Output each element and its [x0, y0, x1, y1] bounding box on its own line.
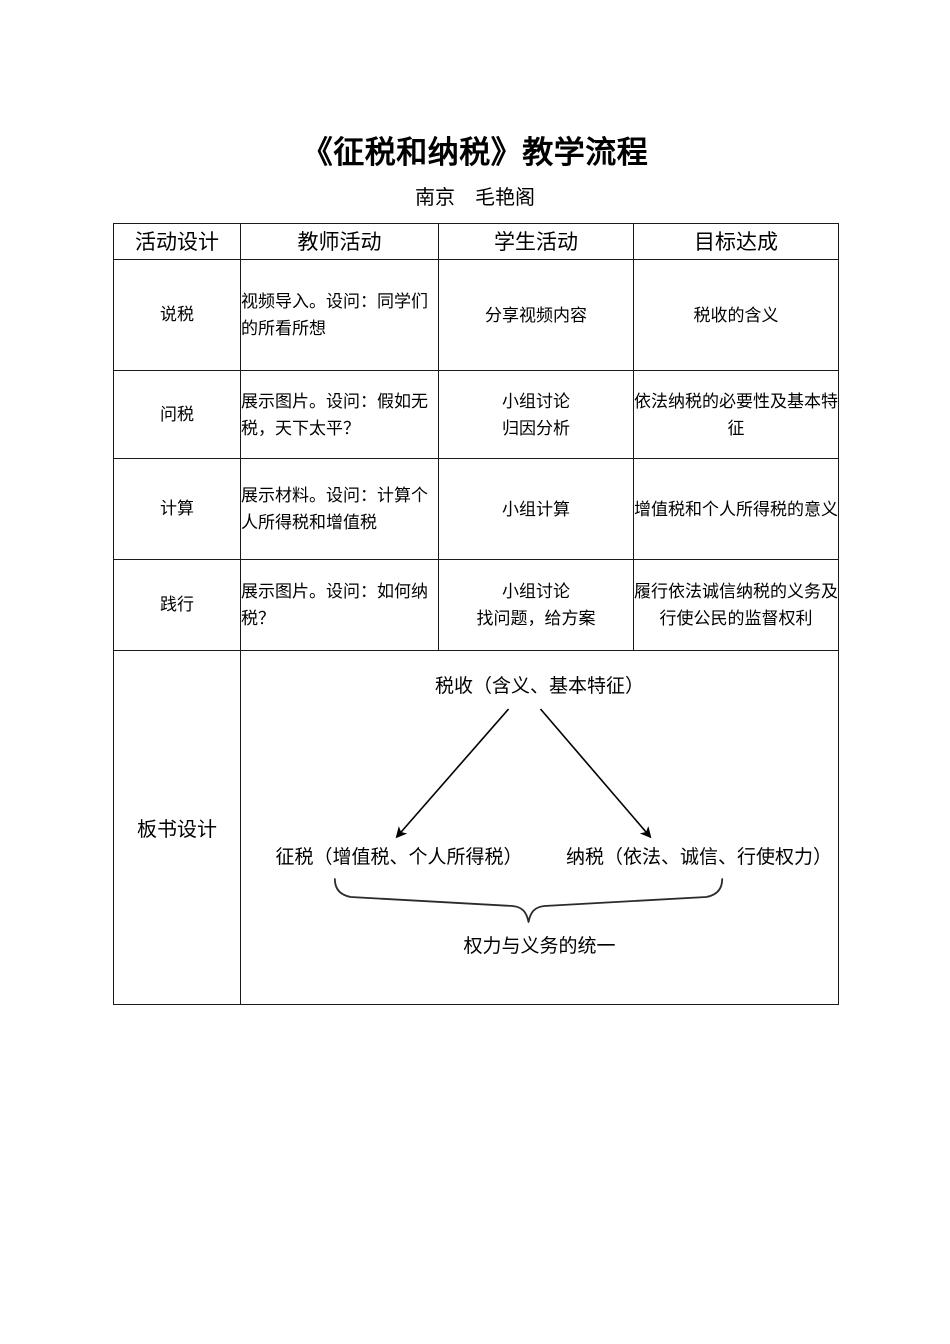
- cell-goal: 增值税和个人所得税的意义: [633, 458, 839, 560]
- cell-teacher-activity: 展示材料。设问：计算个人所得税和增值税: [240, 458, 439, 560]
- diagram-node-pay-tax: 纳税（依法、诚信、行使权力）: [565, 847, 832, 868]
- table-row: 践行 展示图片。设问：如何纳税？ 小组讨论 找问题，给方案 履行依法诚信纳税的义…: [113, 559, 839, 651]
- diagram-node-unity-of-rights-and-duties: 权力与义务的统一: [463, 936, 616, 957]
- teaching-flow-table: 活动设计 教师活动 学生活动 目标达成 说税 视频导入。设问：同学们的所看所想 …: [113, 223, 839, 1005]
- page-title: 《征税和纳税》教学流程: [301, 135, 649, 171]
- column-header-student-activity: 学生活动: [438, 223, 634, 260]
- cell-activity: 计算: [113, 458, 241, 560]
- cell-activity: 践行: [113, 559, 241, 651]
- board-design-row: 板书设计: [113, 650, 839, 1005]
- cell-activity: 问税: [113, 370, 241, 459]
- board-diagram: 税收（含义、基本特征） 征税（增值税、个人所得税） 纳税（依法、诚信、行使权力）…: [241, 651, 838, 1004]
- column-header-teacher-activity: 教师活动: [240, 223, 439, 260]
- curly-brace-icon: [333, 878, 724, 923]
- arrow-to-pay-icon: [539, 708, 652, 839]
- page-subtitle-author: 南京 毛艳阁: [415, 187, 535, 209]
- column-header-goal-achievement: 目标达成: [633, 223, 839, 260]
- cell-student-activity: 分享视频内容: [438, 259, 634, 371]
- table-row: 说税 视频导入。设问：同学们的所看所想 分享视频内容 税收的含义: [113, 259, 839, 371]
- cell-student-activity: 小组计算: [438, 458, 634, 560]
- diagram-node-taxation: 税收（含义、基本特征）: [434, 676, 644, 697]
- cell-teacher-activity: 视频导入。设问：同学们的所看所想: [240, 259, 439, 371]
- diagram-node-levy-tax: 征税（增值税、个人所得税）: [275, 847, 523, 868]
- table-row: 问税 展示图片。设问：假如无税，天下太平？ 小组讨论 归因分析 依法纳税的必要性…: [113, 370, 839, 459]
- cell-activity: 说税: [113, 259, 241, 371]
- cell-teacher-activity: 展示图片。设问：假如无税，天下太平？: [240, 370, 439, 459]
- arrow-to-levy-icon: [395, 708, 510, 839]
- board-diagram-graphics: [333, 708, 724, 923]
- column-header-activity-design: 活动设计: [113, 223, 241, 260]
- cell-goal: 依法纳税的必要性及基本特征: [633, 370, 839, 459]
- cell-goal: 履行依法诚信纳税的义务及行使公民的监督权利: [633, 559, 839, 651]
- table-header-row: 活动设计 教师活动 学生活动 目标达成: [113, 223, 839, 260]
- cell-student-activity: 小组讨论 找问题，给方案: [438, 559, 634, 651]
- cell-student-activity: 小组讨论 归因分析: [438, 370, 634, 459]
- cell-goal: 税收的含义: [633, 259, 839, 371]
- board-design-label: 板书设计: [113, 650, 241, 1005]
- table-row: 计算 展示材料。设问：计算个人所得税和增值税 小组计算 增值税和个人所得税的意义: [113, 458, 839, 560]
- cell-teacher-activity: 展示图片。设问：如何纳税？: [240, 559, 439, 651]
- board-design-canvas: 税收（含义、基本特征） 征税（增值税、个人所得税） 纳税（依法、诚信、行使权力）…: [240, 650, 839, 1005]
